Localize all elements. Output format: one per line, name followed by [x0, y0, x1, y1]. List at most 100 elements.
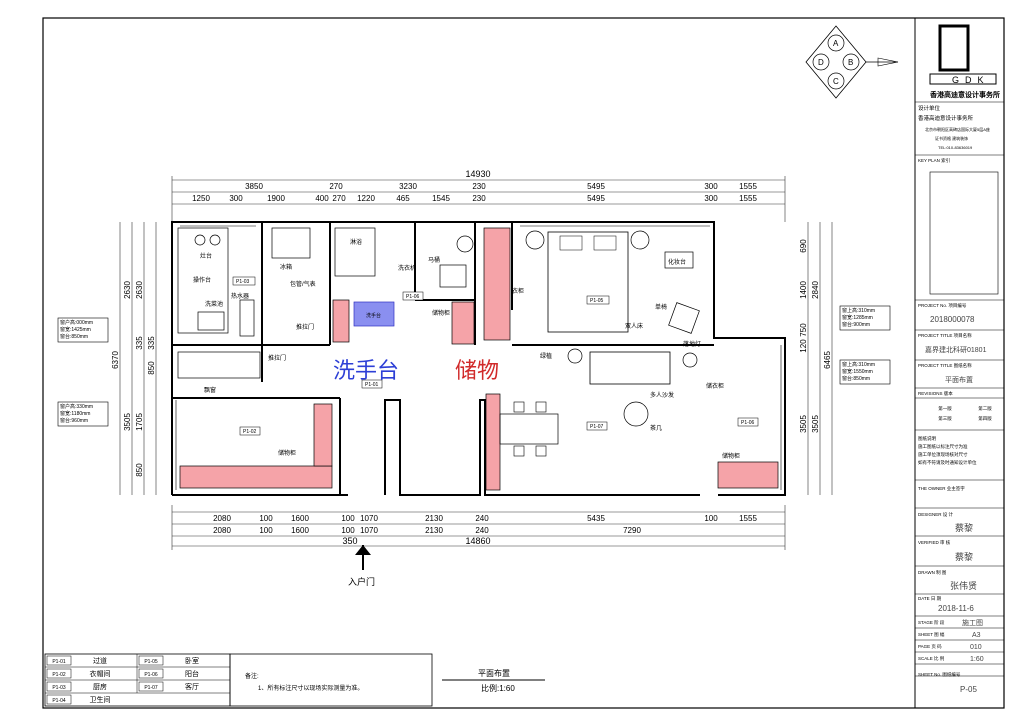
- svg-text:窗宽:1425mm: 窗宽:1425mm: [60, 326, 91, 333]
- legend-code: P1-03: [52, 685, 66, 691]
- legend-code-box: [46, 681, 72, 692]
- svg-text:冰箱: 冰箱: [280, 263, 292, 271]
- svg-text:STAGE 阶 段: STAGE 阶 段: [918, 619, 945, 626]
- dining-table: [499, 413, 559, 445]
- svg-text:SHEET 图 幅: SHEET 图 幅: [918, 631, 945, 638]
- svg-text:SCALE 比 例: SCALE 比 例: [918, 655, 945, 662]
- key-plan-label: KEY PLAN 索引: [918, 157, 950, 164]
- svg-text:单椅: 单椅: [655, 303, 667, 311]
- room-code-bedroom: P1-05: [590, 298, 604, 304]
- svg-text:落地灯: 落地灯: [683, 340, 701, 348]
- legend-code: P1-01: [52, 659, 66, 665]
- key-plan-box: [929, 171, 999, 295]
- left-dimension-lines: [119, 222, 157, 495]
- title-note-line: 如有不符请及时通知设计单位: [918, 459, 977, 466]
- room-code-balcony: P1-06: [741, 420, 755, 426]
- svg-text:窗上高:310mm: 窗上高:310mm: [842, 307, 875, 314]
- svg-text:D: D: [818, 58, 824, 67]
- svg-text:洗手台: 洗手台: [366, 312, 381, 319]
- bay-window: [177, 351, 261, 379]
- legend-name: 卫生间: [90, 695, 111, 704]
- legend-code-box: [138, 655, 164, 666]
- sheet-border: [42, 17, 1005, 709]
- project-number: 2018000078: [930, 315, 975, 324]
- double-bed: [547, 231, 629, 333]
- project-title: 嘉界建北科研01801: [925, 345, 987, 354]
- svg-text:REVISIONS 版本: REVISIONS 版本: [918, 390, 953, 397]
- dim-top1-6: 1555: [739, 182, 757, 191]
- legend-code-box: [138, 681, 164, 692]
- title-block-grid: [915, 101, 1004, 677]
- stove-burner-icon: [209, 234, 221, 246]
- legend-code-box: [46, 694, 72, 705]
- dim-overall-top: 14930: [465, 169, 490, 179]
- svg-text:洗衣机: 洗衣机: [398, 264, 416, 272]
- storage-cabinet-2: [179, 465, 333, 489]
- dim-right-a2: 1400: [799, 281, 808, 299]
- svg-text:DRAWN 制 图: DRAWN 制 图: [918, 569, 947, 576]
- svg-text:窗宽:1550mm: 窗宽:1550mm: [842, 368, 873, 375]
- bathroom: 马桶 洗衣机 储物柜 P1-06: [398, 235, 475, 345]
- dim-right-a1: 690: [799, 239, 808, 253]
- svg-text:DATE 日 期: DATE 日 期: [918, 596, 942, 602]
- revision-entry: 第一版: [938, 405, 952, 412]
- sheet-size: A3: [972, 632, 981, 639]
- drawing-title: 平面布置: [478, 668, 510, 678]
- fridge-icon: [271, 227, 311, 259]
- dim-left-a2: 2630: [135, 281, 144, 299]
- entrance-arrow-icon: [355, 545, 371, 570]
- annotation-storage: 储物: [455, 358, 499, 383]
- svg-text:储物柜: 储物柜: [722, 452, 740, 460]
- wardrobe-living: [717, 461, 779, 489]
- svg-text:窗宽:1180mm: 窗宽:1180mm: [60, 410, 90, 417]
- design-unit-label: 设计单位: [918, 104, 941, 112]
- drafter-name: 张伟贤: [950, 580, 977, 591]
- dim-top2-11: 1555: [739, 194, 757, 203]
- dim-right-a3: 2840: [811, 281, 820, 299]
- svg-text:GDK: GDK: [952, 75, 990, 85]
- wardrobe: [483, 227, 511, 341]
- revision-entry: 第四版: [978, 415, 992, 422]
- room-code-bath: P1-06: [406, 294, 420, 300]
- svg-text:推拉门: 推拉门: [296, 323, 314, 331]
- tv-cabinet: [485, 393, 501, 491]
- notes-box: [229, 653, 433, 707]
- second-room: 飘窗 储物柜 推拉门 P1-02: [177, 351, 333, 489]
- dim-bot1-2: 1600: [291, 514, 309, 523]
- svg-text:B: B: [848, 58, 853, 67]
- dim-bot1-9: 1555: [739, 514, 757, 523]
- drawing-scale: 比例:1:60: [481, 683, 515, 693]
- vanity-table: [664, 251, 694, 269]
- side-cabinet: [313, 403, 333, 467]
- svg-text:SHEET No. 图纸编号: SHEET No. 图纸编号: [918, 671, 961, 678]
- coffee-table: [623, 401, 649, 427]
- svg-text:储物柜: 储物柜: [278, 449, 296, 457]
- legend-code-box: [138, 668, 164, 679]
- firm-logo: GDK: [929, 24, 997, 85]
- dim-right-b2: 3505: [799, 415, 808, 433]
- svg-text:VERIFIED 审 核: VERIFIED 审 核: [918, 539, 951, 546]
- firm-address2: 证书资格 建筑装饰: [935, 135, 968, 141]
- toilet-icon: [456, 235, 474, 253]
- dim-bot2-2: 1600: [291, 526, 309, 535]
- svg-text:DESIGNER 设 计: DESIGNER 设 计: [918, 511, 954, 518]
- verifier-name: 蔡黎: [955, 551, 973, 562]
- dim-right-b3: 3505: [811, 415, 820, 433]
- kitchen: 灶台 冰箱 操作台 洗菜池 热水器 包管/气表 推拉门 P1-03: [177, 227, 316, 337]
- svg-text:窗上高:310mm: 窗上高:310mm: [842, 361, 875, 368]
- shower-icon: [334, 227, 376, 277]
- svg-text:PAGE 页 码: PAGE 页 码: [918, 643, 942, 650]
- dim-bot2-4: 1070: [360, 526, 378, 535]
- legend-name: 过道: [93, 656, 107, 665]
- notes-line: 1、所有标注尺寸以现场实际测量为准。: [258, 684, 363, 692]
- firm-name: 香港高迪意设计事务所: [929, 90, 1000, 99]
- svg-text:马桶: 马桶: [428, 256, 440, 264]
- title-note-line: 图纸说明: [918, 435, 936, 442]
- entrance-label: 入户门: [348, 576, 375, 587]
- storage-cabinet: [451, 301, 475, 345]
- dim-top1-1: 270: [329, 182, 343, 191]
- svg-text:淋浴: 淋浴: [350, 238, 362, 246]
- dim-bottom-350: 350: [342, 536, 357, 546]
